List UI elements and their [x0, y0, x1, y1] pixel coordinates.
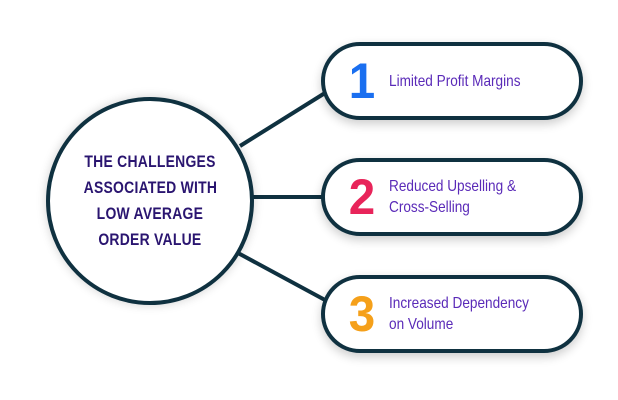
center-title-line: ASSOCIATED WITH: [83, 178, 217, 197]
challenge-item-2: 2 Reduced Upselling & Cross-Selling: [321, 158, 583, 236]
challenge-item-1: 1 Limited Profit Margins: [321, 42, 583, 120]
item-label-line: Limited Profit Margins: [389, 72, 521, 90]
item-label-line: Reduced Upselling &: [389, 178, 517, 195]
item-number: 2: [348, 169, 376, 225]
item-label-line: Increased Dependency: [389, 295, 529, 312]
connector-line-3: [237, 251, 326, 302]
center-title-line: ORDER VALUE: [98, 230, 202, 249]
connector-line-1: [238, 91, 327, 148]
item-label: Limited Profit Margins: [389, 71, 521, 92]
challenge-item-3: 3 Increased Dependency on Volume: [321, 275, 583, 353]
item-label-line: on Volume: [389, 316, 454, 333]
item-label-line: Cross-Selling: [389, 199, 470, 216]
center-circle: THE CHALLENGES ASSOCIATED WITH LOW AVERA…: [46, 97, 254, 305]
item-label: Reduced Upselling & Cross-Selling: [389, 176, 516, 218]
item-label: Increased Dependency on Volume: [389, 293, 529, 335]
center-title-line: THE CHALLENGES: [84, 152, 216, 171]
item-number: 3: [348, 286, 376, 342]
item-number: 1: [348, 53, 376, 109]
center-title-line: LOW AVERAGE: [96, 204, 204, 223]
